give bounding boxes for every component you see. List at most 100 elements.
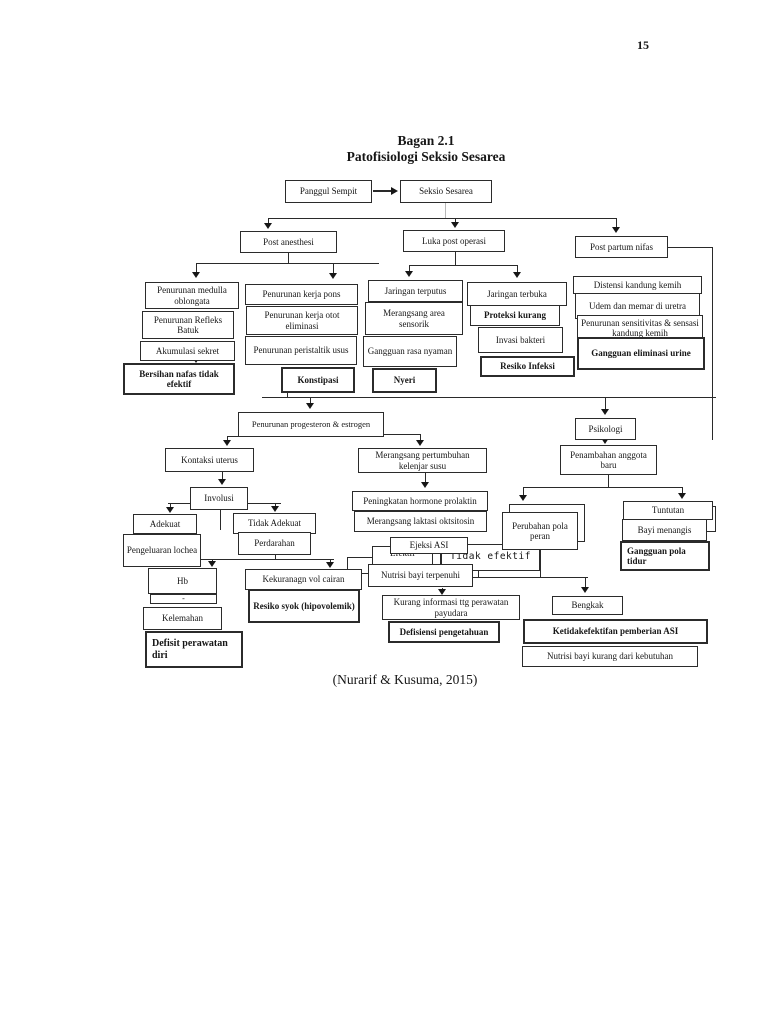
diagram-title-line1: Bagan 2.1: [397, 133, 455, 148]
box-penurunan-medulla-oblongata: Penurunan medulla oblongata: [145, 282, 239, 309]
box-post-anesthesi: Post anesthesi: [240, 231, 337, 253]
box-hb: Hb: [148, 568, 217, 594]
box-bayi-menangis: Bayi menangis: [622, 519, 707, 541]
connector: [668, 247, 713, 248]
connector: [517, 266, 518, 274]
connector: [445, 202, 446, 218]
connector: [288, 253, 289, 263]
connector: [201, 559, 334, 560]
page-number: 15: [637, 38, 649, 52]
arrow-down-icon: [208, 561, 216, 567]
box-resiko-syok-hipovolemik: Resiko syok (hipovolemik): [248, 589, 360, 623]
connector: [409, 266, 410, 273]
connector: [373, 190, 392, 192]
connector: [268, 219, 269, 224]
box-gangguan-eliminasi-urine: Gangguan eliminasi urine: [577, 337, 705, 370]
box-hb-sub: -: [150, 594, 217, 604]
connector: [222, 472, 223, 481]
box-perubahan-pola-peran: Perubahan pola peran: [502, 512, 578, 550]
box-kekurangan-vol-cairan: Kekuranagn vol cairan: [245, 569, 362, 590]
connector: [347, 557, 348, 574]
box-penurunan-sensitivitas: Penurunan sensitivitas & sensasi kandung…: [577, 315, 703, 341]
box-resiko-infeksi: Resiko Infeksi: [480, 356, 575, 377]
arrow-down-icon: [405, 271, 413, 277]
connector: [455, 252, 456, 265]
box-penurunan-refleks-batuk: Penurunan Refleks Batuk: [142, 311, 234, 339]
arrow-down-icon: [416, 440, 424, 446]
box-ketidakefektifan-pemberian-asi: Ketidakefektifan pemberian ASI: [523, 619, 708, 644]
arrow-down-icon: [306, 403, 314, 409]
box-panggul-sempit: Panggul Sempit: [285, 180, 372, 203]
box-gangguan-pola-tidur: Gangguan pola tidur: [620, 541, 710, 571]
citation: (Nurarif & Kusuma, 2015): [332, 672, 478, 687]
connector: [409, 265, 518, 266]
connector: [227, 437, 228, 442]
connector: [440, 554, 441, 564]
box-distensi-kandung-kemih: Distensi kandung kemih: [573, 276, 702, 294]
connector: [310, 398, 311, 405]
arrow-down-icon: [271, 506, 279, 512]
connector: [440, 577, 588, 578]
box-defisiensi-pengetahuan: Defisiensi pengetahuan: [388, 621, 500, 643]
arrow-down-icon: [678, 493, 686, 499]
connector: [608, 475, 609, 487]
box-adekuat: Adekuat: [133, 514, 197, 534]
arrow-down-icon: [166, 507, 174, 513]
box-tidak-adekuat: Tidak Adekuat: [233, 513, 316, 534]
box-pengeluaran-lochea: Pengeluaran lochea: [123, 534, 201, 567]
arrow-down-icon: [329, 273, 337, 279]
connector: [523, 488, 524, 496]
connector: [268, 218, 617, 219]
connector: [616, 219, 617, 229]
arrow-down-icon: [438, 589, 446, 595]
diagram-title-line2: Patofisiologi Seksio Sesarea: [346, 148, 506, 164]
box-bersihan-nafas-tidak-efektif: Bersihan nafas tidak efektif: [123, 363, 235, 395]
connector: [455, 219, 456, 224]
arrow-down-icon: [264, 223, 272, 229]
box-involusi: Involusi: [190, 487, 248, 510]
box-penambahan-anggota-baru: Penambahan anggota baru: [560, 445, 657, 475]
box-ejeksi-asi: Ejeksi ASI: [390, 537, 468, 554]
box-luka-post-operasi: Luka post operasi: [403, 230, 505, 252]
arrow-down-icon: [601, 438, 609, 444]
box-kontaksi-uterus: Kontaksi uterus: [165, 448, 254, 472]
arrow-down-icon: [451, 222, 459, 228]
box-seksio-sesarea: Seksio Sesarea: [400, 180, 492, 203]
arrow-down-icon: [513, 272, 521, 278]
box-bengkak: Bengkak: [552, 596, 623, 615]
connector: [227, 436, 239, 437]
connector: [425, 473, 426, 484]
connector: [170, 504, 171, 507]
connector: [275, 504, 276, 507]
box-kurang-informasi-perawatan-payudara: Kurang informasi ttg perawatan payudara: [382, 595, 520, 620]
arrow-down-icon: [223, 440, 231, 446]
connector: [262, 397, 716, 398]
box-merangsang-area-sensorik: Merangsang area sensorik: [365, 302, 463, 335]
connector: [384, 434, 421, 435]
box-defisit-perawatan-diri: Defisit perawatan diri: [145, 631, 243, 668]
connector: [196, 263, 379, 264]
box-nutrisi-bayi-terpenuhi: Nutrisi bayi terpenuhi: [368, 564, 473, 587]
box-penurunan-kerja-otot-eliminasi: Penurunan kerja otot eliminasi: [246, 306, 358, 335]
connector: [523, 487, 683, 488]
connector: [347, 557, 372, 558]
connector: [585, 578, 586, 589]
box-nyeri: Nyeri: [372, 368, 437, 393]
box-merangsang-laktasi-oktsitosin: Merangsang laktasi oktsitosin: [354, 511, 487, 532]
connector: [605, 398, 606, 411]
box-proteksi-kurang: Proteksi kurang: [470, 305, 560, 326]
arrow-down-icon: [581, 587, 589, 593]
box-tuntutan: Tuntutan: [623, 501, 713, 520]
arrow-down-icon: [218, 479, 226, 485]
box-penurunan-kerja-pons: Penurunan kerja pons: [245, 284, 358, 305]
arrow-down-icon: [519, 495, 527, 501]
box-penurunan-progesteron-estrogen: Penurunan progesteron & estrogen: [238, 412, 384, 437]
arrow-down-icon: [421, 482, 429, 488]
diagram-title: Bagan 2.1 Patofisiologi Seksio Sesarea: [246, 133, 606, 164]
arrow-down-icon: [612, 227, 620, 233]
box-jaringan-terputus: Jaringan terputus: [368, 280, 463, 302]
box-jaringan-terbuka: Jaringan terbuka: [467, 282, 567, 306]
box-nutrisi-bayi-kurang: Nutrisi bayi kurang dari kebutuhan: [522, 646, 698, 667]
connector: [220, 510, 221, 530]
